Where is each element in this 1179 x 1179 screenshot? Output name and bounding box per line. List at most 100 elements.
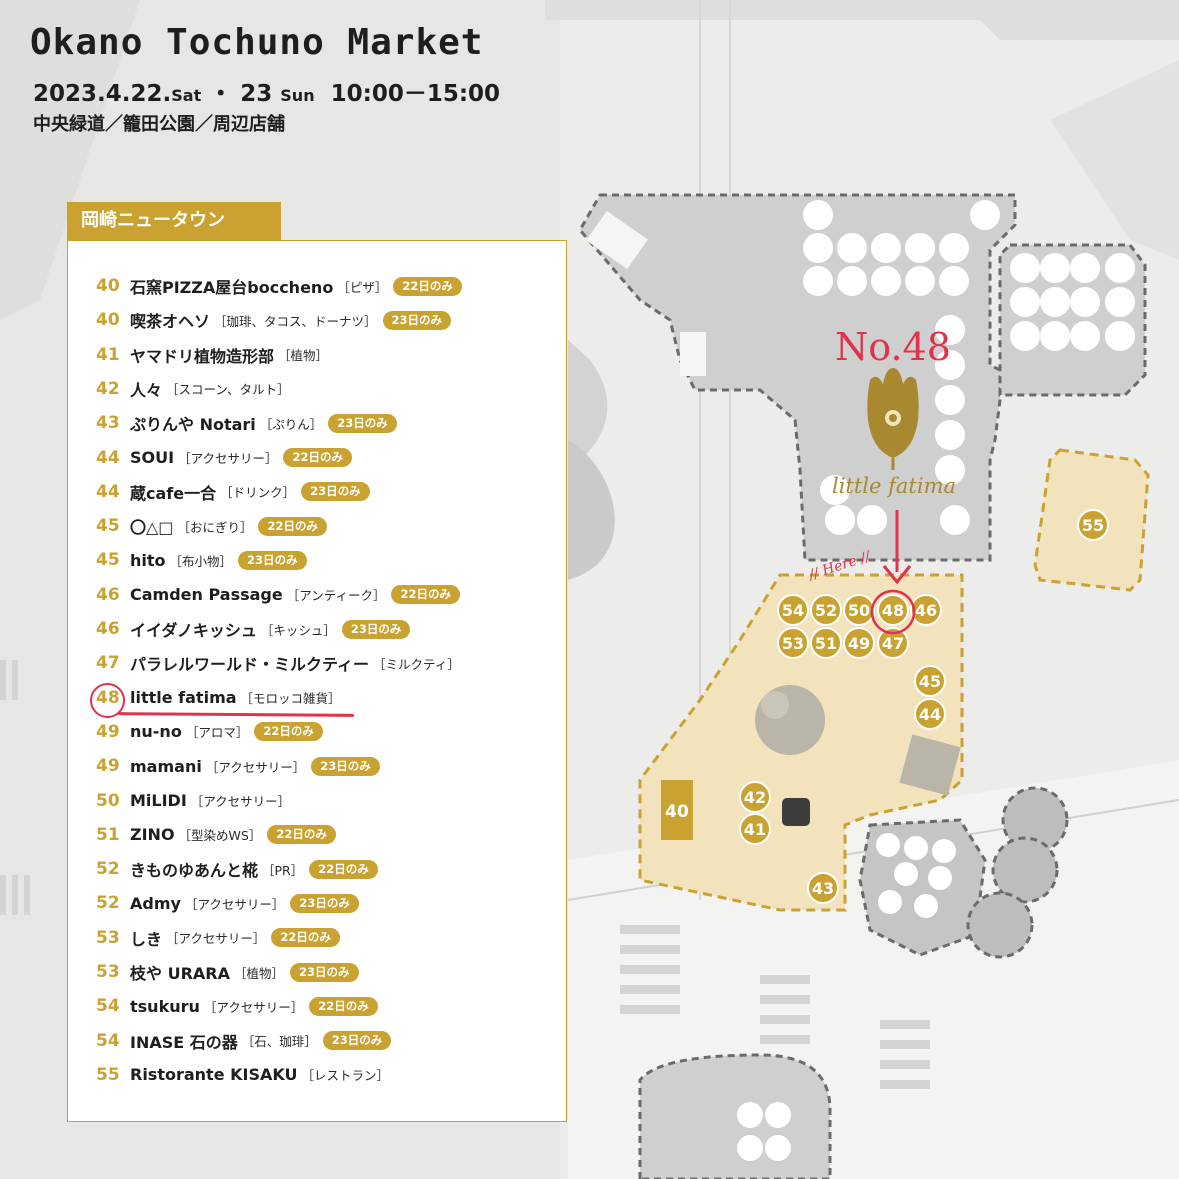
stall-number: 42 bbox=[744, 788, 766, 807]
vendor-category: ［ピザ］ bbox=[337, 279, 388, 295]
stall-marker: 53 bbox=[777, 627, 809, 659]
day-badge: 22日のみ bbox=[393, 276, 462, 296]
stall-circle bbox=[777, 627, 809, 659]
stall-circle bbox=[777, 594, 809, 626]
stall-number: 40 bbox=[665, 802, 689, 822]
seat-dot bbox=[940, 505, 970, 535]
stall-marker: 43 bbox=[807, 872, 839, 904]
vendor-category: ［ぷりん］ bbox=[259, 416, 323, 432]
land-block bbox=[0, 0, 140, 320]
vendor-number: 46 bbox=[96, 619, 120, 639]
land-block bbox=[545, 0, 1179, 40]
stall-number: 41 bbox=[744, 820, 766, 839]
vendor-category: ［アクセサリー］ bbox=[184, 896, 285, 912]
event-time: 10:00－15:00 bbox=[330, 81, 501, 107]
stall-circle bbox=[843, 627, 875, 659]
vendor-number: 42 bbox=[96, 378, 120, 399]
kiosk-square bbox=[899, 734, 961, 796]
seat-dot bbox=[825, 505, 855, 535]
stall-number: 53 bbox=[782, 634, 804, 653]
vendor-number: 52 bbox=[96, 859, 120, 880]
day-badge: 22日のみ bbox=[391, 585, 460, 605]
seat-dot bbox=[935, 455, 965, 485]
vendor-number: 54 bbox=[96, 1030, 120, 1051]
seat-dot bbox=[905, 266, 935, 296]
seat-dot bbox=[871, 233, 901, 263]
stall-circle bbox=[739, 813, 771, 845]
seat-dot bbox=[935, 385, 965, 415]
seat-dot bbox=[1010, 321, 1040, 351]
vendor-category: ［アクセサリー］ bbox=[190, 794, 291, 809]
date-day1: 2023.4.22. bbox=[33, 81, 172, 107]
vendor-number: 55 bbox=[96, 1064, 120, 1085]
stall-number: 51 bbox=[815, 634, 837, 653]
stall-marker: 55 bbox=[1077, 509, 1109, 541]
stall-circle bbox=[843, 594, 875, 626]
seat-dot bbox=[1105, 287, 1135, 317]
vendor-category: ［アロマ］ bbox=[185, 725, 249, 741]
vendor-category: ［ミルクティ］ bbox=[373, 656, 460, 672]
vendor-category: ［アクセサリー］ bbox=[203, 999, 304, 1015]
stall-circle bbox=[1077, 509, 1109, 541]
vendor-name: イイダノキッシュ bbox=[130, 621, 257, 640]
day-badge: 22日のみ bbox=[283, 448, 352, 467]
seat-dots bbox=[737, 1102, 791, 1161]
seat-dot bbox=[935, 420, 965, 450]
crosswalk bbox=[0, 660, 30, 915]
vendor-name: Ristorante KISAKU bbox=[130, 1065, 298, 1085]
vendor-category: ［ドリンク］ bbox=[220, 485, 296, 501]
day-badge: 23日のみ bbox=[328, 413, 397, 433]
seat-dot bbox=[1040, 253, 1070, 283]
arrow-down-icon bbox=[882, 565, 912, 585]
vendor-number: 53 bbox=[96, 962, 120, 982]
seat-dot bbox=[837, 266, 867, 296]
vendor-name: パラレルワールド・ミルクティー bbox=[130, 655, 370, 675]
stall-marker: 51 bbox=[810, 627, 842, 659]
day-badge: 22日のみ bbox=[267, 825, 336, 845]
seat-dot bbox=[970, 200, 1000, 230]
vendor-number: 51 bbox=[96, 824, 120, 845]
vendor-name: little fatima bbox=[130, 688, 237, 708]
seat-dot bbox=[857, 505, 887, 535]
seat-dot bbox=[935, 350, 965, 380]
vendor-name: 〇△□ bbox=[130, 518, 174, 538]
vendor-name: nu-no bbox=[130, 722, 182, 742]
weekday-day2: Sun bbox=[280, 86, 315, 105]
stall-marker: 40 bbox=[661, 780, 693, 840]
venue-list: 中央緑道／籠田公園／周辺店舗 bbox=[33, 114, 285, 135]
land-block bbox=[1050, 60, 1179, 260]
day-badge: 22日のみ bbox=[258, 516, 327, 536]
stall-number: 55 bbox=[1082, 516, 1104, 535]
seat-dot bbox=[1070, 287, 1100, 317]
vendor-category: ［アンティーク］ bbox=[286, 588, 386, 604]
vendor-name: しき bbox=[130, 929, 163, 949]
vendor-name: tsukuru bbox=[130, 996, 200, 1016]
vendor-number: 49 bbox=[96, 756, 120, 777]
stall-circle bbox=[877, 594, 909, 626]
stall-marker: 46 bbox=[910, 594, 942, 626]
day-badge: 22日のみ bbox=[309, 996, 378, 1016]
day-badge: 23日のみ bbox=[311, 756, 380, 776]
vendor-name: mamani bbox=[130, 756, 202, 776]
building-window bbox=[680, 332, 706, 376]
seat-dots bbox=[876, 833, 956, 918]
day-badge: 23日のみ bbox=[382, 310, 452, 330]
vendor-number: 44 bbox=[96, 481, 120, 502]
vendor-name: 枝や URARA bbox=[130, 964, 230, 983]
seat-dots bbox=[803, 200, 1135, 535]
stall-number: 45 bbox=[919, 672, 941, 691]
day-badge: 22日のみ bbox=[254, 722, 323, 742]
stall-marker: 54 bbox=[777, 594, 809, 626]
